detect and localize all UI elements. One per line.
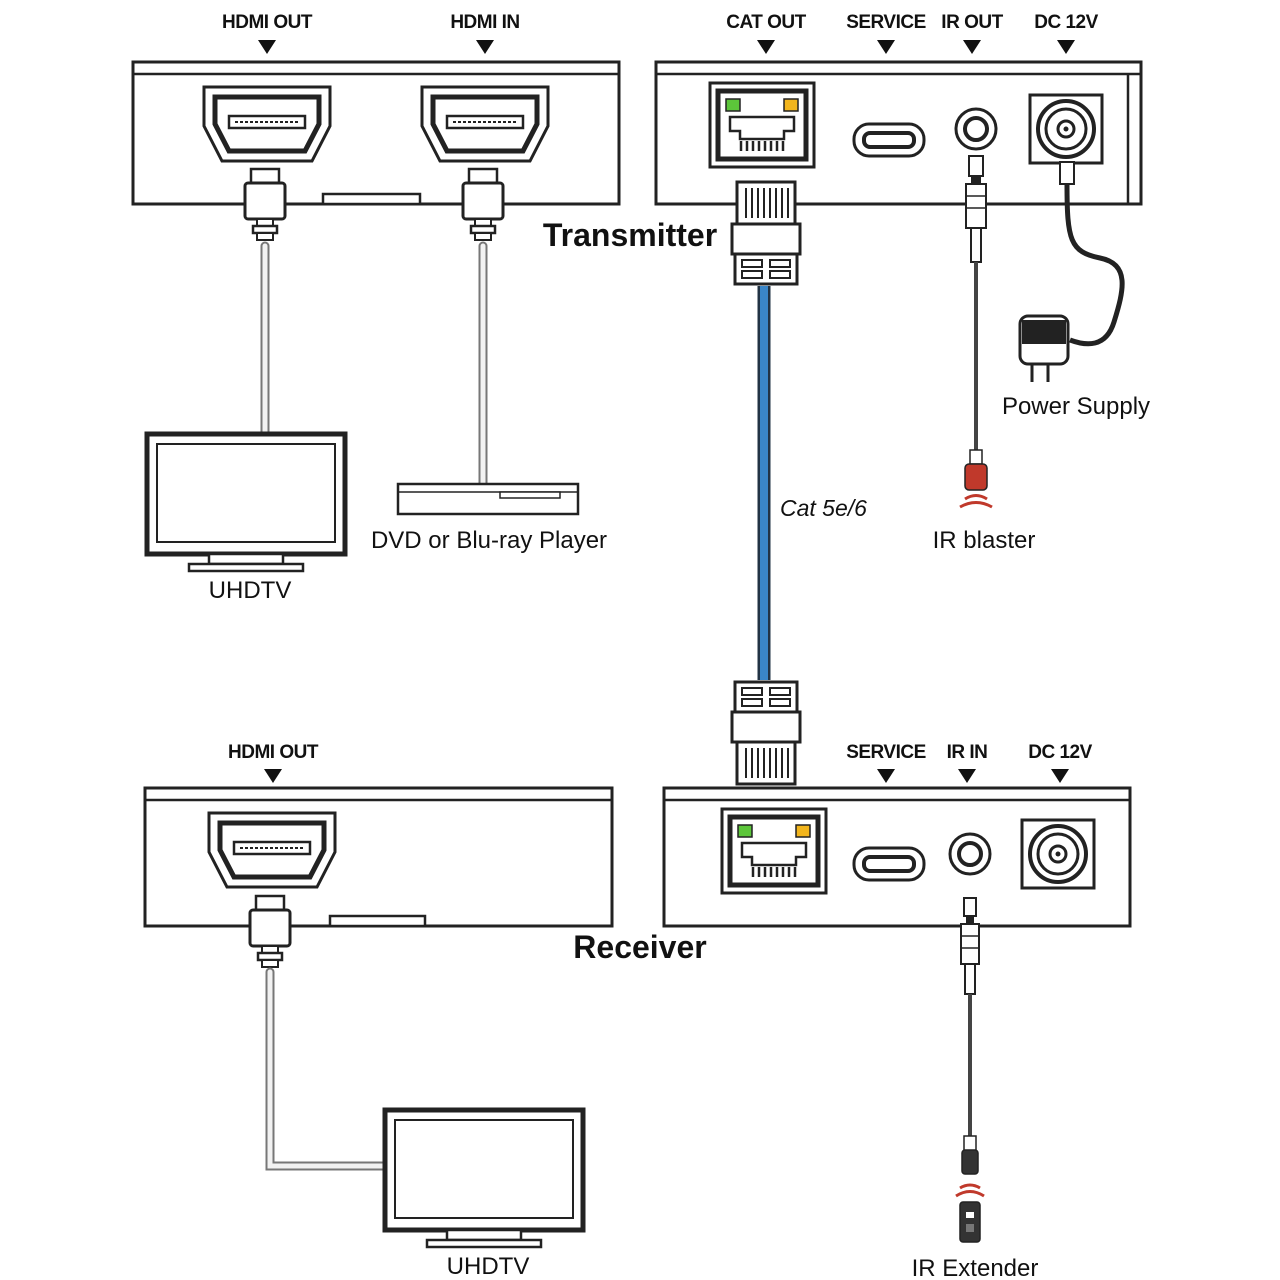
power-supply-label: Power Supply xyxy=(1002,393,1150,420)
rx-rj45-plug-icon xyxy=(730,680,802,786)
tx-cat-out-label: CAT OUT xyxy=(726,12,806,33)
rx-service-port-icon xyxy=(852,846,926,882)
player-label: DVD or Blu-ray Player xyxy=(371,527,607,554)
tx-right-port-labels: CAT OUT SERVICE IR OUT DC 12V xyxy=(726,12,1099,54)
rx-service-arrow-icon xyxy=(877,769,895,783)
rx-dc-jack-icon xyxy=(1020,818,1096,890)
tx-rj45-plug-icon xyxy=(730,180,802,286)
tx-left-port-labels: HDMI OUT HDMI IN xyxy=(222,12,520,54)
rx-hdmi-panel xyxy=(143,786,614,928)
rx-dc-arrow-icon xyxy=(1051,769,1069,783)
media-player: DVD or Blu-ray Player xyxy=(371,482,607,554)
rx-hdmi-cable xyxy=(248,894,391,1171)
rx-hdmi-out-arrow-icon xyxy=(264,769,282,783)
tx-hdmi-out-label: HDMI OUT xyxy=(222,12,313,33)
tx-dc-jack-icon xyxy=(1028,93,1104,165)
ir-extender-label: IR Extender xyxy=(912,1255,1039,1280)
tx-hdmi-in-arrow-icon xyxy=(476,40,494,54)
tx-hdmi-in-plug-icon xyxy=(461,167,505,242)
tx-cat-out-arrow-icon xyxy=(757,40,775,54)
rx-connector-panel xyxy=(662,786,1132,928)
rx-dc-label: DC 12V xyxy=(1028,742,1092,763)
rx-ir-in-jack-icon xyxy=(948,832,992,876)
tx-ir-out-jack-icon xyxy=(954,107,998,151)
tx-dc-label: DC 12V xyxy=(1034,12,1098,33)
ir-extender: IR Extender xyxy=(912,897,1039,1280)
rx-uhdtv: UHDTV xyxy=(385,1110,583,1280)
tx-dc-arrow-icon xyxy=(1057,40,1075,54)
rx-ir-in-arrow-icon xyxy=(958,769,976,783)
tx-uhdtv: UHDTV xyxy=(147,434,345,604)
rx-tv-icon xyxy=(385,1110,583,1247)
tx-hdmi-out-arrow-icon xyxy=(258,40,276,54)
rx-cat-in-port-icon xyxy=(722,809,826,893)
tx-service-port-icon xyxy=(852,122,926,158)
rx-service-label: SERVICE xyxy=(846,742,926,763)
rx-hdmi-out-label: HDMI OUT xyxy=(228,742,319,763)
rx-hdmi-out-port-icon xyxy=(209,813,335,887)
rx-hdmi-out-plug-icon xyxy=(248,894,292,969)
tx-hdmi-in-port-icon xyxy=(422,87,548,161)
tx-hdmi-out-port-icon xyxy=(204,87,330,161)
tx-hdmi-cables xyxy=(243,167,505,489)
cat-cable: Cat 5e/6 xyxy=(730,180,867,786)
rx-left-port-labels: HDMI OUT xyxy=(228,742,319,783)
ir-blaster-label: IR blaster xyxy=(933,527,1036,554)
tx-hdmi-in-label: HDMI IN xyxy=(450,12,519,33)
tx-service-label: SERVICE xyxy=(846,12,926,33)
tx-tv-label: UHDTV xyxy=(209,577,292,604)
tx-hdmi-panel xyxy=(131,60,621,206)
ir-blaster: IR blaster xyxy=(933,155,1036,554)
tx-ir-out-label: IR OUT xyxy=(941,12,1003,33)
tx-cat-out-port-icon xyxy=(710,83,814,167)
ir-blaster-head-icon xyxy=(964,463,988,491)
rx-tv-label: UHDTV xyxy=(447,1253,530,1280)
tx-hdmi-out-plug-icon xyxy=(243,167,287,242)
transmitter-title: Transmitter xyxy=(543,217,717,253)
cat-cable-label: Cat 5e/6 xyxy=(780,495,867,521)
tx-ir-out-arrow-icon xyxy=(963,40,981,54)
rx-right-port-labels: SERVICE IR IN DC 12V xyxy=(846,742,1093,783)
tx-service-arrow-icon xyxy=(877,40,895,54)
tx-tv-icon xyxy=(147,434,345,571)
receiver-title: Receiver xyxy=(573,929,706,965)
rx-ir-in-label: IR IN xyxy=(947,742,988,763)
power-supply: Power Supply xyxy=(1002,161,1150,420)
